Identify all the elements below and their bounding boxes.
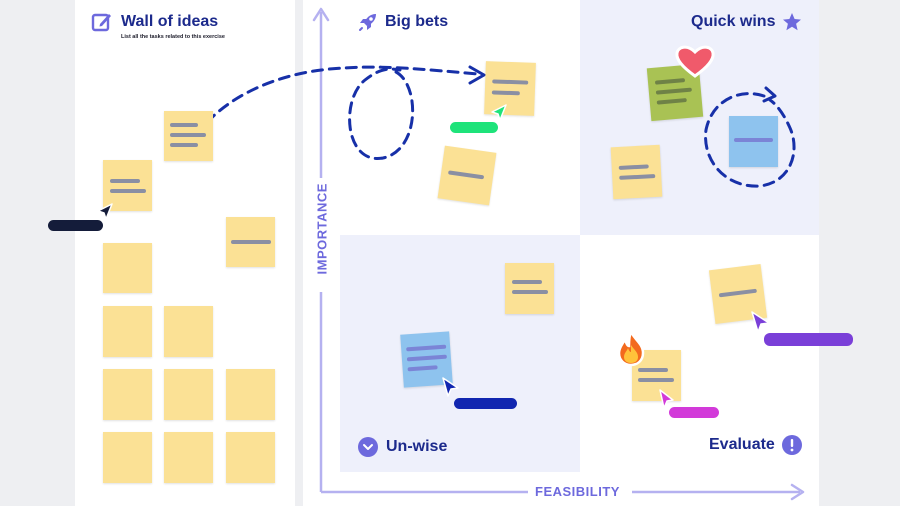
heart-icon bbox=[675, 44, 715, 78]
sticky-note[interactable] bbox=[103, 369, 152, 420]
exclamation-circle-icon bbox=[782, 435, 802, 455]
sticky-note[interactable] bbox=[505, 263, 554, 314]
sticky-note[interactable] bbox=[226, 217, 275, 267]
user-cursor-label bbox=[764, 333, 853, 346]
sticky-note[interactable] bbox=[103, 432, 152, 483]
cursor-arrow-icon bbox=[96, 202, 114, 222]
quick-wins-label: Quick wins bbox=[691, 13, 776, 30]
quadrant-quick-wins-bg bbox=[580, 0, 819, 235]
wall-title: Wall of ideas bbox=[121, 13, 219, 30]
edit-note-icon bbox=[91, 12, 112, 32]
sticky-note[interactable] bbox=[610, 144, 663, 200]
unwise-label: Un-wise bbox=[386, 438, 448, 455]
cursor-arrow-icon bbox=[657, 388, 675, 410]
cursor-arrow-icon bbox=[749, 310, 771, 334]
user-cursor-label bbox=[454, 398, 517, 409]
sticky-note[interactable] bbox=[103, 243, 152, 293]
sticky-note[interactable] bbox=[164, 306, 213, 357]
sticky-note[interactable] bbox=[437, 145, 497, 206]
cursor-arrow-icon bbox=[440, 376, 460, 398]
sticky-note[interactable] bbox=[729, 116, 778, 167]
evaluate-label: Evaluate bbox=[709, 436, 775, 453]
user-cursor-label bbox=[669, 407, 719, 418]
user-cursor-label bbox=[48, 220, 103, 231]
sticky-note[interactable] bbox=[103, 160, 152, 211]
sticky-note[interactable] bbox=[164, 432, 213, 483]
y-axis-label: IMPORTANCE bbox=[314, 183, 330, 275]
chevron-down-circle-icon bbox=[358, 437, 378, 457]
sticky-note[interactable] bbox=[103, 306, 152, 357]
user-cursor-label bbox=[450, 122, 498, 133]
sticky-note[interactable] bbox=[164, 111, 213, 161]
cursor-arrow-icon bbox=[490, 103, 508, 123]
rocket-icon bbox=[358, 12, 378, 32]
x-axis-label: FEASIBILITY bbox=[535, 484, 620, 499]
wall-subtitle: List all the tasks related to this exerc… bbox=[121, 34, 225, 40]
sticky-note[interactable] bbox=[226, 432, 275, 483]
sticky-note[interactable] bbox=[164, 369, 213, 420]
fire-icon bbox=[615, 329, 647, 367]
star-icon bbox=[782, 12, 802, 32]
sticky-note[interactable] bbox=[226, 369, 275, 420]
big-bets-label: Big bets bbox=[385, 13, 449, 30]
